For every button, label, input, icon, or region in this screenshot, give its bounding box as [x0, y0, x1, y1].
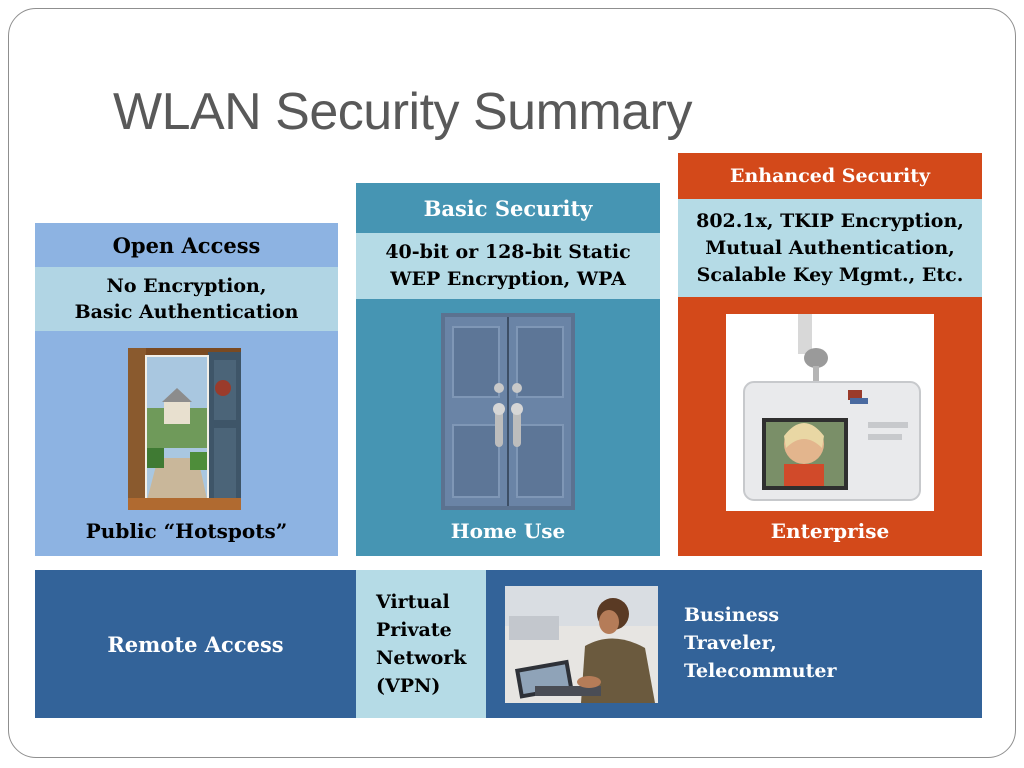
- basic-security-caption: Home Use: [450, 519, 566, 543]
- traveler-line: Telecommuter: [684, 660, 837, 682]
- slide-title: WLAN Security Summary: [113, 83, 692, 141]
- enhanced-security-header: Enhanced Security: [729, 165, 931, 187]
- vpn-line: Network: [376, 647, 467, 669]
- enhanced-security-description: 802.1x, TKIP Encryption, Mutual Authenti…: [678, 199, 982, 297]
- traveler-text: Business Traveler, Telecommuter: [684, 601, 837, 685]
- traveler-line: Traveler,: [684, 632, 777, 654]
- enhanced-security-desc-line: Scalable Key Mgmt., Etc.: [696, 263, 964, 286]
- enhanced-security-column: Enhanced Security 802.1x, TKIP Encryptio…: [678, 153, 982, 556]
- basic-security-column: Basic Security 40-bit or 128-bit Static …: [356, 183, 660, 556]
- basic-security-description: 40-bit or 128-bit Static WEP Encryption,…: [356, 233, 660, 299]
- enhanced-security-desc-line: 802.1x, TKIP Encryption,: [696, 209, 964, 232]
- locked-doors-photo: [441, 313, 575, 510]
- vpn-text: Virtual Private Network (VPN): [376, 588, 466, 700]
- open-access-header: Open Access: [112, 232, 261, 258]
- open-access-description: No Encryption, Basic Authentication: [35, 267, 338, 331]
- open-access-desc-line: Basic Authentication: [74, 301, 299, 323]
- open-access-caption: Public “Hotspots”: [85, 519, 288, 543]
- basic-security-desc-line: 40-bit or 128-bit Static: [385, 241, 631, 263]
- id-badge-photo: [726, 314, 934, 511]
- laptop-traveler-photo: [505, 586, 658, 703]
- basic-security-header: Basic Security: [423, 195, 593, 221]
- vpn-line: Virtual: [376, 591, 450, 613]
- vpn-line: Private: [376, 619, 452, 641]
- enhanced-security-caption: Enterprise: [770, 519, 890, 543]
- remote-access-row: Remote Access Virtual Private Network (V…: [35, 570, 982, 718]
- open-doorway-photo: [128, 348, 241, 510]
- vpn-box: Virtual Private Network (VPN): [356, 570, 486, 718]
- open-access-column: Open Access No Encryption, Basic Authent…: [35, 223, 338, 556]
- open-access-desc-line: No Encryption,: [106, 275, 267, 297]
- basic-security-desc-line: WEP Encryption, WPA: [390, 268, 626, 290]
- remote-access-label: Remote Access: [107, 631, 284, 657]
- vpn-line: (VPN): [376, 675, 441, 697]
- enhanced-security-desc-line: Mutual Authentication,: [705, 236, 955, 259]
- traveler-line: Business: [684, 604, 780, 626]
- slide-frame: [8, 8, 1016, 758]
